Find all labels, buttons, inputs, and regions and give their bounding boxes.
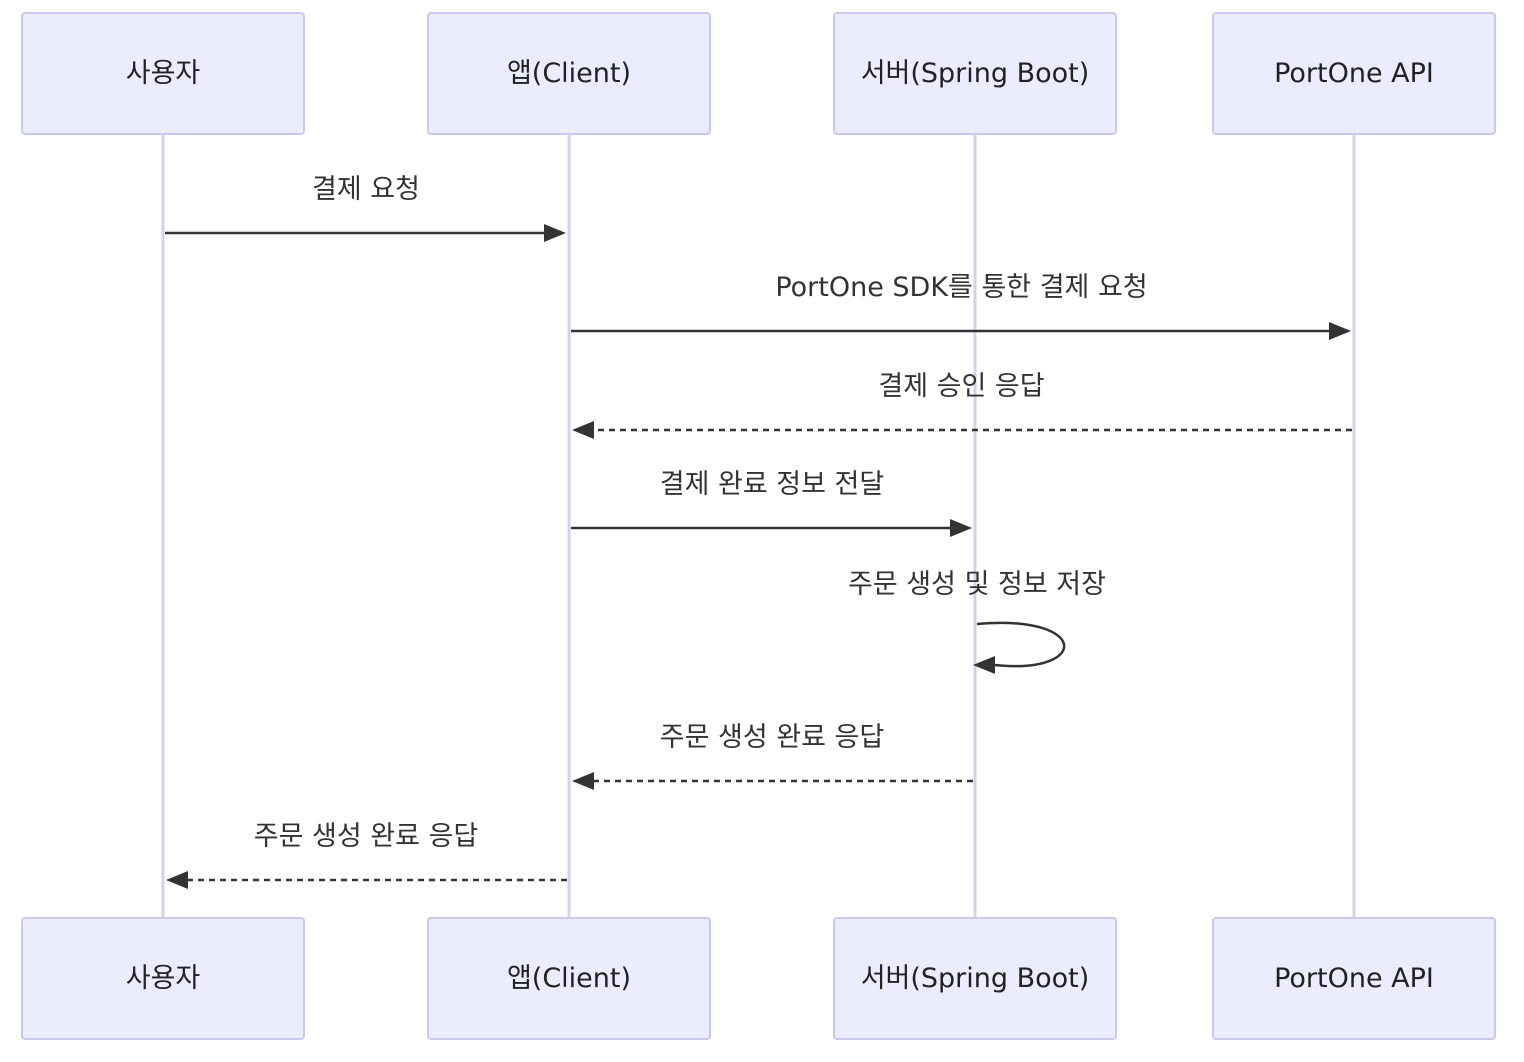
actor-label-user-bottom: 사용자 (126, 963, 201, 994)
arrowhead-4 (950, 519, 972, 537)
arrowhead-3 (572, 421, 594, 439)
arrowhead-7 (166, 871, 188, 889)
message-label-6: 주문 생성 완료 응답 (660, 722, 884, 753)
actor-app-bottom: 앱(Client) (427, 917, 711, 1040)
message-label-1: 결제 요청 (312, 174, 420, 205)
actor-server-top: 서버(Spring Boot) (833, 12, 1117, 135)
actor-box-user-top (21, 12, 305, 135)
actor-label-server-bottom: 서버(Spring Boot) (861, 963, 1090, 994)
actor-server-bottom: 서버(Spring Boot) (833, 917, 1117, 1040)
actor-label-portone-bottom: PortOne API (1274, 963, 1434, 994)
actor-user-bottom: 사용자 (21, 917, 305, 1040)
actor-portone-top: PortOne API (1212, 12, 1496, 135)
actor-label-server-top: 서버(Spring Boot) (861, 58, 1090, 89)
message-5: 주문 생성 및 정보 저장 (848, 569, 1106, 674)
self-loop-line (976, 621, 1066, 668)
actor-label-app-top: 앱(Client) (507, 58, 631, 89)
actor-box-app-top (427, 12, 711, 135)
actor-box-portone-top (1212, 12, 1496, 135)
actor-app-top: 앱(Client) (427, 12, 711, 135)
actor-user-top: 사용자 (21, 12, 305, 135)
arrowhead-1 (544, 224, 566, 242)
message-label-3: 결제 승인 응답 (878, 371, 1044, 402)
message-label-2: PortOne SDK를 통한 결제 요청 (775, 272, 1147, 303)
arrowhead-5 (973, 656, 995, 674)
actor-label-user-top: 사용자 (126, 58, 201, 89)
arrowhead-2 (1329, 322, 1351, 340)
message-label-4: 결제 완료 정보 전달 (660, 469, 884, 500)
message-7: 주문 생성 완료 응답 (166, 821, 567, 889)
actor-box-portone-bottom (1212, 917, 1496, 1040)
actor-box-server-top (833, 12, 1117, 135)
message-1: 결제 요청 (165, 174, 566, 242)
actor-label-portone-top: PortOne API (1274, 58, 1434, 89)
message-label-7: 주문 생성 완료 응답 (254, 821, 478, 852)
actor-label-app-bottom: 앱(Client) (507, 963, 631, 994)
actor-portone-bottom: PortOne API (1212, 917, 1496, 1040)
actor-box-user-bottom (21, 917, 305, 1040)
message-label-5: 주문 생성 및 정보 저장 (848, 569, 1106, 600)
actor-box-app-bottom (427, 917, 711, 1040)
message-6: 주문 생성 완료 응답 (572, 722, 973, 790)
arrowhead-6 (572, 772, 594, 790)
actor-box-server-bottom (833, 917, 1117, 1040)
message-2: PortOne SDK를 통한 결제 요청 (571, 272, 1351, 340)
message-3: 결제 승인 응답 (572, 371, 1352, 439)
message-4: 결제 완료 정보 전달 (571, 469, 972, 537)
